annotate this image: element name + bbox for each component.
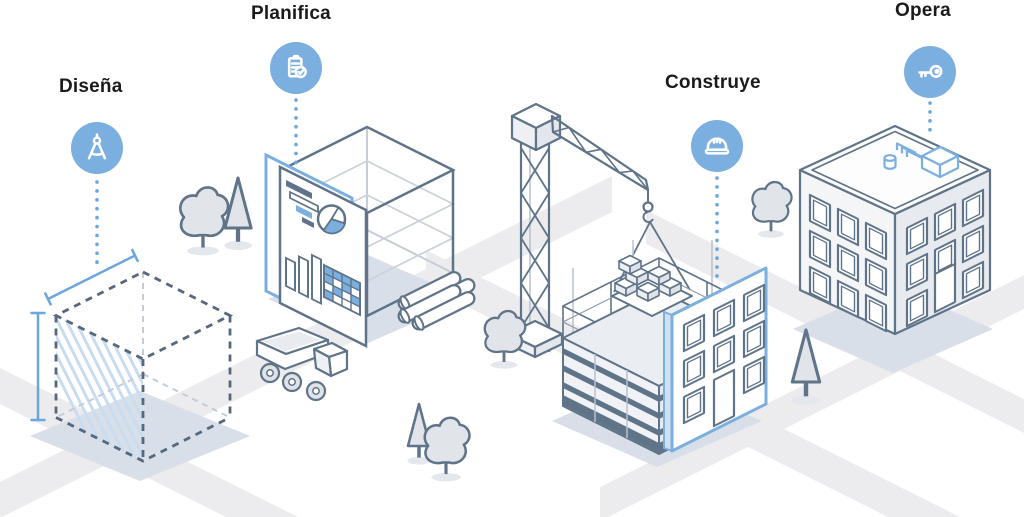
- pipe-stack: [397, 271, 476, 331]
- drafting-compass-icon: [87, 133, 107, 160]
- facade-window: [742, 283, 766, 323]
- tree: [178, 185, 230, 258]
- stage-badge-disena: [71, 122, 123, 174]
- bar-chart: [285, 253, 322, 305]
- data-grid: [323, 263, 361, 317]
- stage-label-construye: Construye: [665, 72, 761, 93]
- operational-building: [798, 124, 992, 336]
- facade-window: [712, 298, 736, 338]
- dump-truck: [255, 326, 349, 402]
- stage-badge-planifica: [270, 42, 322, 94]
- stage-label-opera: Opera: [895, 0, 951, 21]
- facade-window: [742, 319, 766, 359]
- rooftop-hvac-unit: [883, 142, 960, 179]
- gantt-chart: [286, 179, 319, 228]
- facade-window: [712, 334, 736, 374]
- dimension-lines: [30, 248, 139, 422]
- crane-bracing: [520, 147, 550, 329]
- facade-door: [712, 368, 736, 428]
- pipe: [411, 291, 476, 331]
- tree: [224, 178, 252, 250]
- facade-window: [682, 313, 706, 353]
- facade-window: [682, 385, 706, 425]
- crane-jib: [550, 114, 650, 192]
- hard-hat-icon: [704, 137, 730, 155]
- clipboard-check-icon: [287, 54, 307, 79]
- dashboard-panel: [264, 152, 368, 349]
- stage-label-planifica: Planifica: [251, 3, 331, 24]
- crane-load-pallet: [611, 254, 693, 317]
- brick: [647, 265, 671, 286]
- stage-badge-opera: [904, 46, 956, 98]
- pipe: [397, 284, 462, 324]
- facade-panel: [663, 266, 768, 453]
- crane-counterweight: [510, 102, 562, 152]
- brick: [636, 281, 660, 302]
- tree: [483, 309, 527, 371]
- facade-window: [742, 355, 766, 395]
- pie-chart: [316, 204, 347, 235]
- tree: [750, 180, 793, 240]
- building-left-windows: [808, 193, 888, 333]
- building-right-windows: [905, 188, 985, 328]
- stage-badge-construye: [691, 120, 743, 172]
- building-door: [933, 262, 957, 314]
- pipe: [397, 271, 462, 311]
- stage-label-disena: Diseña: [59, 76, 123, 97]
- facade-window: [682, 349, 706, 389]
- brick: [618, 254, 642, 275]
- key-icon: [918, 64, 943, 78]
- tree: [423, 416, 472, 483]
